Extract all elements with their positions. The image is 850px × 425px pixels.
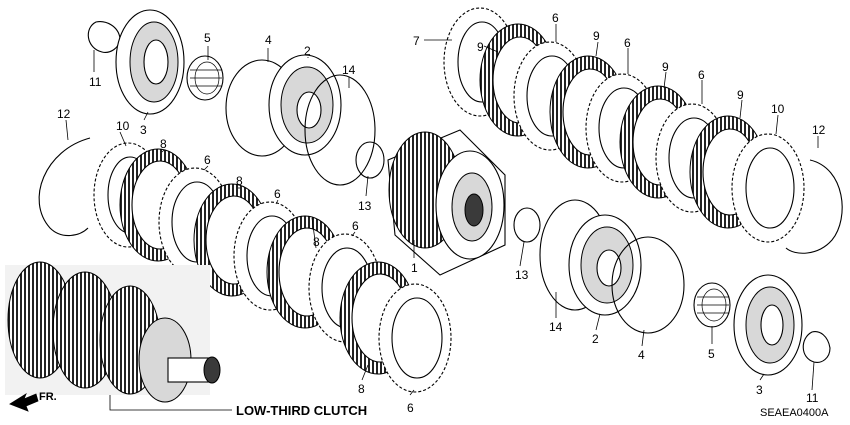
callout-12-right: 12 [812, 123, 826, 137]
spring-5-top [186, 55, 224, 101]
front-direction-label: FR. [39, 391, 57, 403]
callout-9-c: 9 [662, 60, 669, 74]
callout-12-left: 12 [57, 107, 71, 121]
snap-ring-12-right [785, 159, 843, 254]
callout-5-top: 5 [204, 31, 211, 45]
callout-6-f: 6 [624, 36, 631, 50]
piston-plate-3-low [733, 274, 803, 376]
callout-8-c: 8 [313, 235, 320, 249]
snap-ring-11-top [87, 21, 121, 53]
callout-14-low: 14 [549, 320, 563, 334]
callout-4-top: 4 [265, 33, 272, 47]
callout-6-a: 6 [204, 153, 211, 167]
spring-5-low [693, 282, 731, 328]
callout-8-d: 8 [358, 382, 365, 396]
callout-9-a: 9 [477, 40, 484, 54]
callout-13-low: 13 [515, 268, 529, 282]
callout-6-b: 6 [274, 187, 281, 201]
o-ring-13-low [513, 207, 541, 243]
callout-6-g: 6 [698, 68, 705, 82]
callout-1: 1 [411, 261, 418, 275]
piston-2-low [568, 214, 642, 316]
leader-lines [65, 24, 819, 411]
mainshaft-assembly [5, 261, 221, 403]
callout-6-d: 6 [407, 401, 414, 415]
diagram-code: SEAEA0400A [760, 407, 829, 419]
clutch-drum-1 [387, 129, 506, 276]
callout-4-low: 4 [638, 348, 645, 362]
piston-plate-3-top [115, 9, 185, 115]
piston-2-top [268, 54, 342, 156]
callout-5-low: 5 [708, 347, 715, 361]
callout-3-low: 3 [756, 383, 763, 397]
low-third-clutch-caption: LOW-THIRD CLUTCH [236, 403, 367, 418]
callout-2-top: 2 [304, 44, 311, 58]
callout-numbers: 11 3 5 4 2 14 13 12 10 8 6 8 6 8 6 1 8 6… [57, 11, 826, 415]
callout-11-top: 11 [89, 75, 102, 89]
callout-6-e: 6 [552, 11, 559, 25]
callout-13-top: 13 [358, 199, 372, 213]
snap-ring-11-low [802, 331, 831, 363]
end-plate-10-right [731, 133, 805, 243]
callout-9-d: 9 [737, 88, 744, 102]
callout-14-top: 14 [342, 63, 356, 77]
o-ring-4-low [611, 236, 685, 334]
o-ring-14-top [304, 74, 376, 186]
callout-6-c: 6 [352, 219, 359, 233]
snap-ring-12-left [38, 137, 91, 237]
callout-7: 7 [413, 34, 420, 48]
o-ring-13-top [355, 141, 385, 179]
callout-10-left: 10 [116, 119, 130, 133]
callout-3-top: 3 [140, 123, 147, 137]
steel-plate-6-d [378, 283, 452, 393]
callout-11-low: 11 [806, 391, 819, 405]
callout-10-right: 10 [771, 102, 785, 116]
callout-9-b: 9 [593, 29, 600, 43]
front-direction-arrow: FR. [9, 391, 57, 412]
callout-2-low: 2 [592, 332, 599, 346]
callout-8-b: 8 [236, 174, 243, 188]
callout-8-a: 8 [160, 137, 167, 151]
